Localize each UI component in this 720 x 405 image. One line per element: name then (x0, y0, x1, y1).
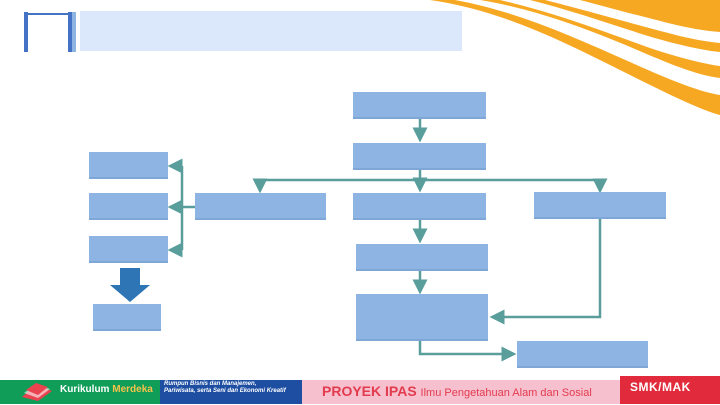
box-left-bottom (89, 236, 168, 263)
kurikulum-word: Kurikulum (60, 384, 110, 395)
connector-large-to-bottom (418, 341, 517, 362)
slide-corner-bracket-icon (24, 12, 76, 52)
proyek-strip (302, 380, 620, 404)
box-left-result (93, 304, 161, 331)
box-left-branch (195, 193, 326, 220)
proyek-subtitle: Ilmu Pengetahuan Alam dan Sosial (420, 387, 592, 399)
rumpun-text: Rumpun Bisnis dan Manajemen, Pariwisata,… (164, 381, 304, 395)
box-top (353, 92, 486, 119)
merdeka-word: Merdeka (112, 384, 153, 395)
box-second (353, 143, 486, 170)
smk-label: SMK/MAK (630, 380, 691, 394)
box-center-large (356, 294, 488, 341)
connector-branch-horizontal (258, 178, 602, 190)
box-left-mid (89, 193, 168, 220)
big-down-arrow-icon (110, 268, 150, 302)
box-right-branch (534, 192, 666, 219)
box-center-branch (353, 193, 486, 220)
connector-right-to-large (489, 219, 602, 325)
proyek-label: PROYEK IPAS Ilmu Pengetahuan Alam dan So… (322, 383, 592, 399)
proyek-title: PROYEK IPAS (322, 383, 417, 399)
rumpun-line-1: Rumpun Bisnis dan Manajemen, (164, 381, 257, 387)
rumpun-line-2: Pariwisata, serta Seni dan Ekonomi Kreat… (164, 388, 286, 394)
kurikulum-label: Kurikulum Merdeka (60, 384, 153, 395)
smk-strip (620, 376, 720, 404)
slide-title-bar (80, 11, 462, 51)
kurikulum-merdeka-logo-icon (22, 383, 52, 401)
rumpun-strip (160, 380, 302, 404)
box-left-top (89, 152, 168, 179)
box-center-mid (356, 244, 488, 271)
box-bottom-right (517, 341, 648, 368)
